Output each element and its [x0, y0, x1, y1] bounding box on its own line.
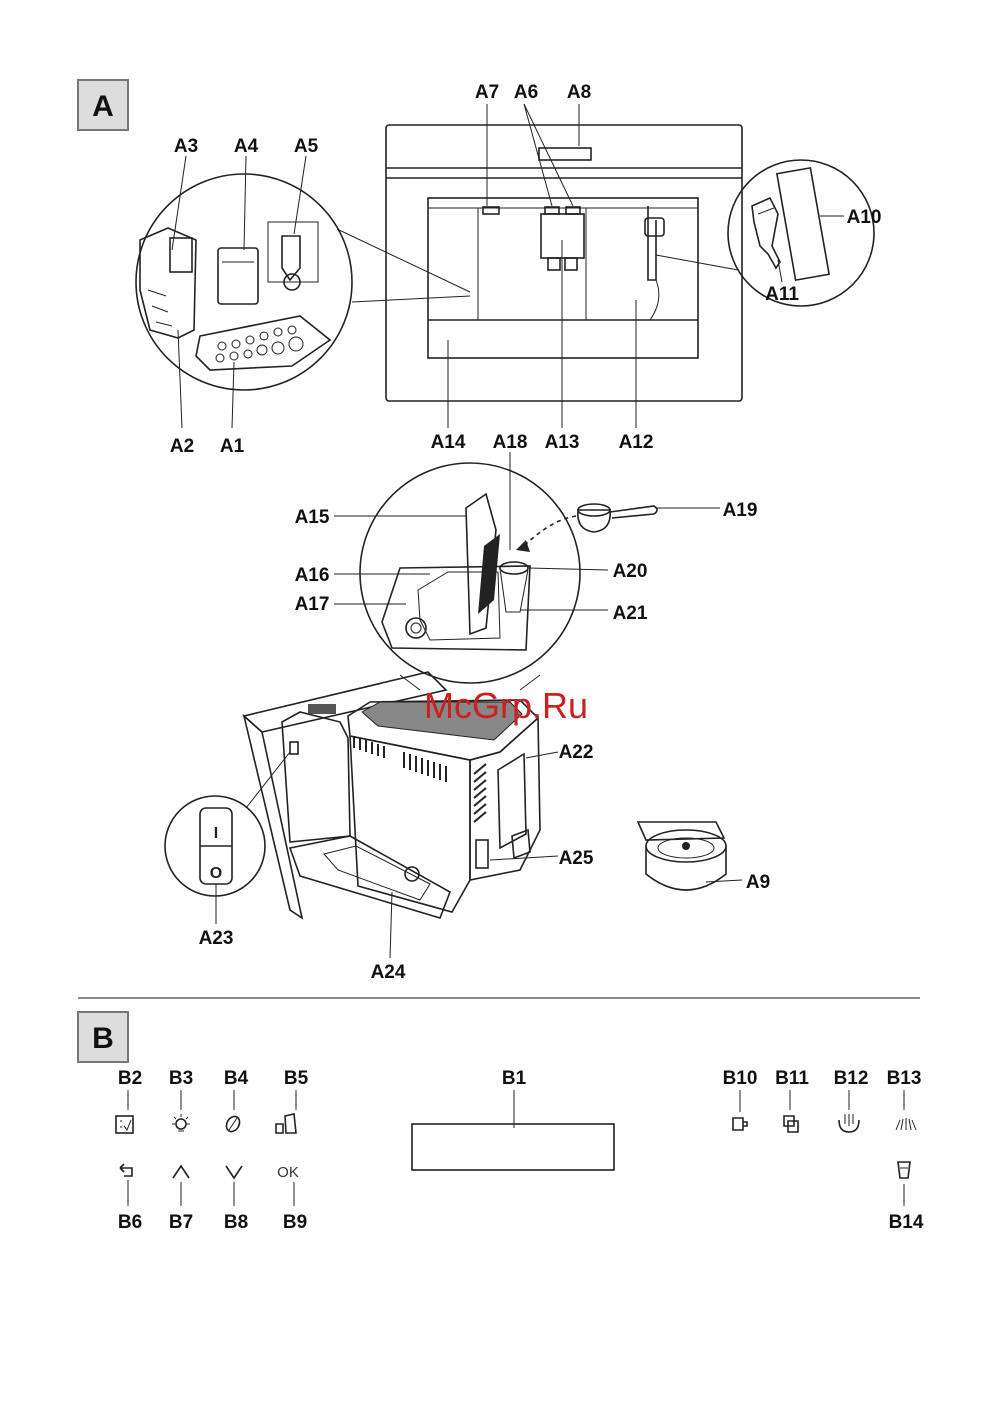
label-a19: A19 [723, 500, 758, 521]
label-a25: A25 [559, 848, 594, 869]
detail-circle-grounds [135, 173, 471, 391]
label-a23: A23 [199, 928, 234, 949]
label-a16: A16 [295, 565, 330, 586]
up-arrow-icon [172, 1164, 190, 1179]
labels-section-a: A7 A6 A8 A3 A4 A5 A10 A11 A2 A1 A14 A18 … [170, 82, 882, 983]
label-b2: B2 [118, 1068, 142, 1089]
double-cup-icon [783, 1115, 799, 1133]
label-b5: B5 [284, 1068, 309, 1089]
switch-on-mark: I [214, 825, 218, 842]
label-a1: A1 [220, 436, 245, 457]
grounds-container [636, 821, 727, 891]
detail-circle-nozzle [655, 159, 875, 307]
machine-body-3d [242, 671, 541, 920]
detail-circle-brew-unit [359, 462, 581, 691]
label-a22: A22 [559, 742, 594, 763]
milk-glass-icon [897, 1161, 911, 1179]
label-a8: A8 [567, 82, 591, 103]
label-a13: A13 [545, 432, 580, 453]
section-a-letter: A [92, 90, 114, 123]
labels-section-b: B2 B3 B4 B5 B1 B10 B11 B12 B13 B6 B7 B8 … [118, 1068, 924, 1233]
watermark: McGrp.Ru [424, 685, 588, 726]
label-b12: B12 [834, 1068, 869, 1089]
milk-nozzle [647, 206, 657, 281]
label-a2: A2 [170, 436, 194, 457]
display-panel [538, 147, 592, 161]
label-a9: A9 [746, 872, 770, 893]
milk-tube [775, 166, 831, 282]
steam-icon [895, 1118, 917, 1131]
section-b-badge: B [77, 1011, 129, 1063]
label-a12: A12 [619, 432, 654, 453]
label-a4: A4 [234, 136, 259, 157]
milk-jug-icon [275, 1113, 297, 1134]
label-a10: A10 [847, 207, 882, 228]
back-arrow-icon [119, 1163, 133, 1177]
control-display [411, 1123, 615, 1171]
leader-lines-a [171, 103, 844, 959]
detail-circle-switch: I O [164, 751, 291, 897]
label-b8: B8 [224, 1212, 248, 1233]
drip-tray [288, 835, 451, 919]
label-a3: A3 [174, 136, 198, 157]
label-a17: A17 [295, 594, 330, 615]
label-a7: A7 [475, 82, 499, 103]
section-b-letter: B [92, 1022, 114, 1055]
label-a15: A15 [295, 507, 330, 528]
machine-front-view [385, 124, 743, 402]
menu-checklist-icon [115, 1115, 134, 1134]
label-a6: A6 [514, 82, 538, 103]
label-a20: A20 [613, 561, 648, 582]
label-b13: B13 [887, 1068, 922, 1089]
label-b11: B11 [775, 1068, 809, 1089]
label-a18: A18 [493, 432, 528, 453]
label-a11: A11 [765, 284, 799, 305]
light-bulb-icon [172, 1114, 190, 1132]
measuring-spoon [577, 503, 658, 533]
label-a5: A5 [294, 136, 319, 157]
label-a21: A21 [613, 603, 648, 624]
label-b3: B3 [169, 1068, 193, 1089]
milk-nozzle-part [751, 196, 781, 270]
label-a24: A24 [371, 962, 406, 983]
hot-water-icon [838, 1114, 860, 1133]
ok-icon: OK [277, 1164, 299, 1181]
single-cup-icon [732, 1117, 748, 1131]
label-b7: B7 [169, 1212, 193, 1233]
coffee-bean-icon [225, 1115, 241, 1133]
switch-off-mark: O [210, 865, 222, 882]
leader-lines-b [127, 1090, 905, 1206]
section-a-badge: A [77, 79, 129, 131]
label-b14: B14 [889, 1212, 924, 1233]
down-arrow-icon [225, 1165, 243, 1180]
label-b1: B1 [502, 1068, 527, 1089]
label-b4: B4 [224, 1068, 249, 1089]
label-b9: B9 [283, 1212, 307, 1233]
power-switch-small [289, 741, 299, 755]
label-b10: B10 [723, 1068, 758, 1089]
label-b6: B6 [118, 1212, 142, 1233]
label-a14: A14 [431, 432, 466, 453]
